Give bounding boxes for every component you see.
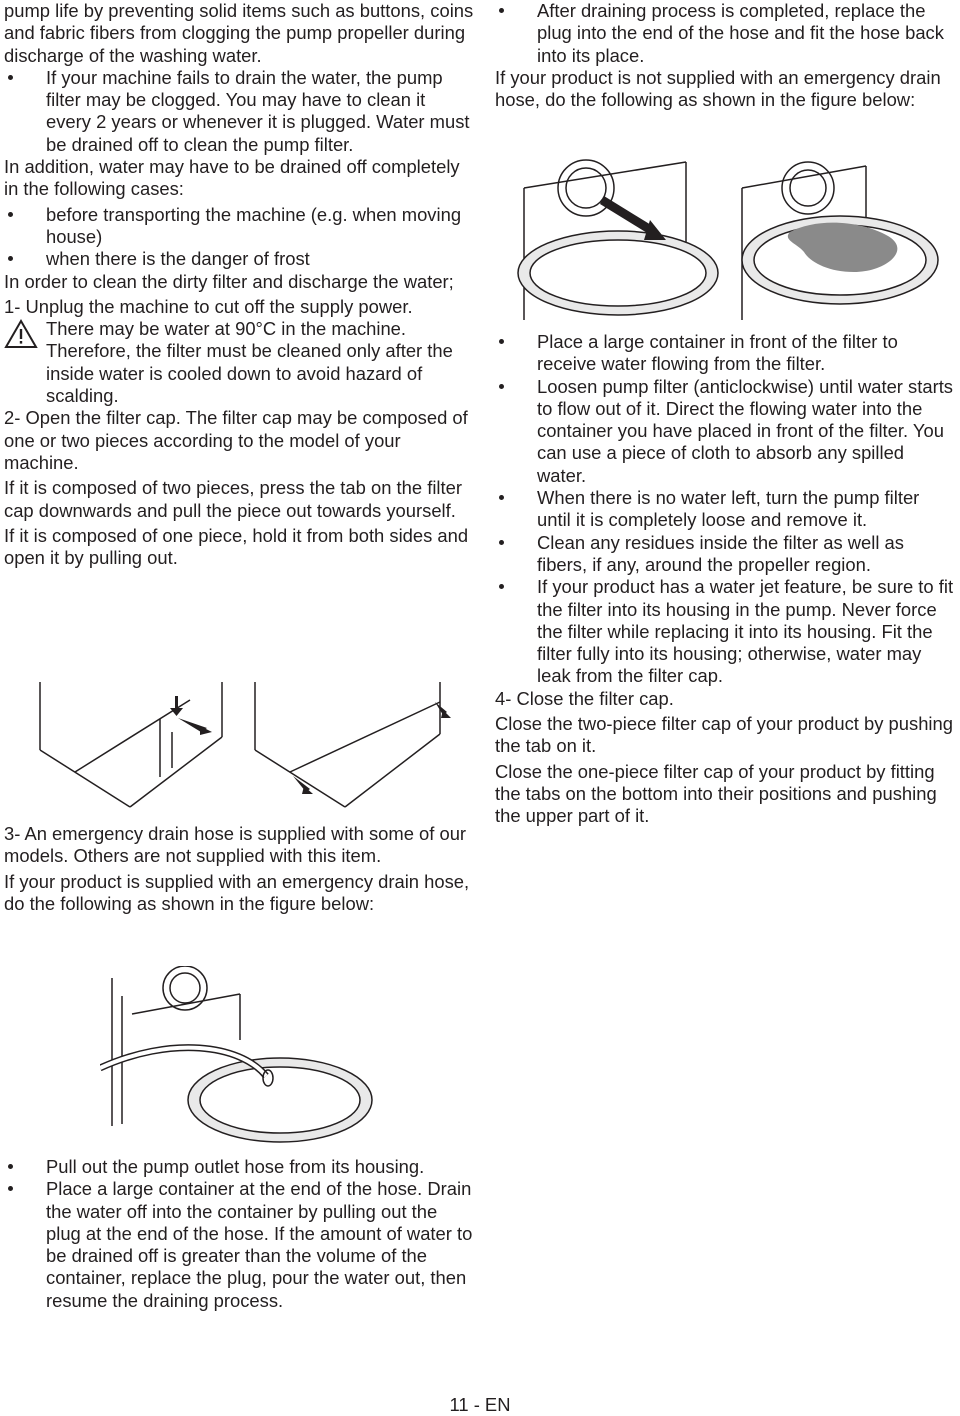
left-column-bottom: Pull out the pump outlet hose from its h… bbox=[4, 1156, 474, 1312]
bullet-item: Pull out the pump outlet hose from its h… bbox=[4, 1156, 474, 1178]
paragraph: If your product is not supplied with an … bbox=[495, 66, 941, 111]
right-column-lower: Place a large container in front of the … bbox=[495, 331, 957, 828]
bullet-item: Place a large container in front of the … bbox=[495, 331, 957, 376]
warning-text: There may be water at 90°C in the machin… bbox=[46, 318, 453, 407]
paragraph: pump life by preventing solid items such… bbox=[4, 0, 474, 66]
bullet-item: before transporting the machine (e.g. wh… bbox=[4, 204, 474, 249]
pump-filter-drain-illustration bbox=[517, 159, 939, 320]
bullet-item: Loosen pump filter (anticlockwise) until… bbox=[495, 376, 957, 487]
bullet-item: If your machine fails to drain the water… bbox=[4, 67, 474, 156]
paragraph: In addition, water may have to be draine… bbox=[4, 156, 460, 200]
bullet-item: when there is the danger of frost bbox=[4, 248, 474, 270]
filter-cap-opening-illustration bbox=[39, 682, 451, 808]
paragraph: 1- Unplug the machine to cut off the sup… bbox=[4, 295, 413, 317]
left-column: pump life by preventing solid items such… bbox=[4, 0, 474, 569]
bullet-item: Clean any residues inside the filter as … bbox=[495, 532, 957, 577]
paragraph: Close the two-piece filter cap of your p… bbox=[495, 713, 953, 757]
paragraph: 3- An emergency drain hose is supplied w… bbox=[4, 823, 467, 867]
right-column: After draining process is completed, rep… bbox=[495, 0, 957, 111]
page-number: 11 - EN bbox=[449, 1394, 511, 1415]
paragraph: 2- Open the filter cap. The filter cap m… bbox=[4, 407, 468, 473]
emergency-drain-hose-illustration bbox=[100, 966, 373, 1143]
paragraph: If it is composed of one piece, hold it … bbox=[4, 524, 469, 569]
left-column-lower: 3- An emergency drain hose is supplied w… bbox=[4, 823, 474, 915]
paragraph: If your product is supplied with an emer… bbox=[4, 870, 470, 914]
paragraph: Close the one-piece filter cap of your p… bbox=[495, 760, 937, 827]
paragraph: In order to clean the dirty filter and d… bbox=[4, 270, 454, 292]
bullet-item: If your product has a water jet feature,… bbox=[495, 576, 957, 687]
bullet-item: When there is no water left, turn the pu… bbox=[495, 487, 957, 532]
warning-block: There may be water at 90°C in the machin… bbox=[4, 318, 474, 407]
warning-icon bbox=[4, 319, 38, 349]
paragraph: 4- Close the filter cap. bbox=[495, 687, 674, 709]
paragraph: If it is composed of two pieces, press t… bbox=[4, 477, 462, 521]
bullet-item: After draining process is completed, rep… bbox=[495, 0, 957, 67]
bullet-item: Place a large container at the end of th… bbox=[4, 1178, 474, 1312]
